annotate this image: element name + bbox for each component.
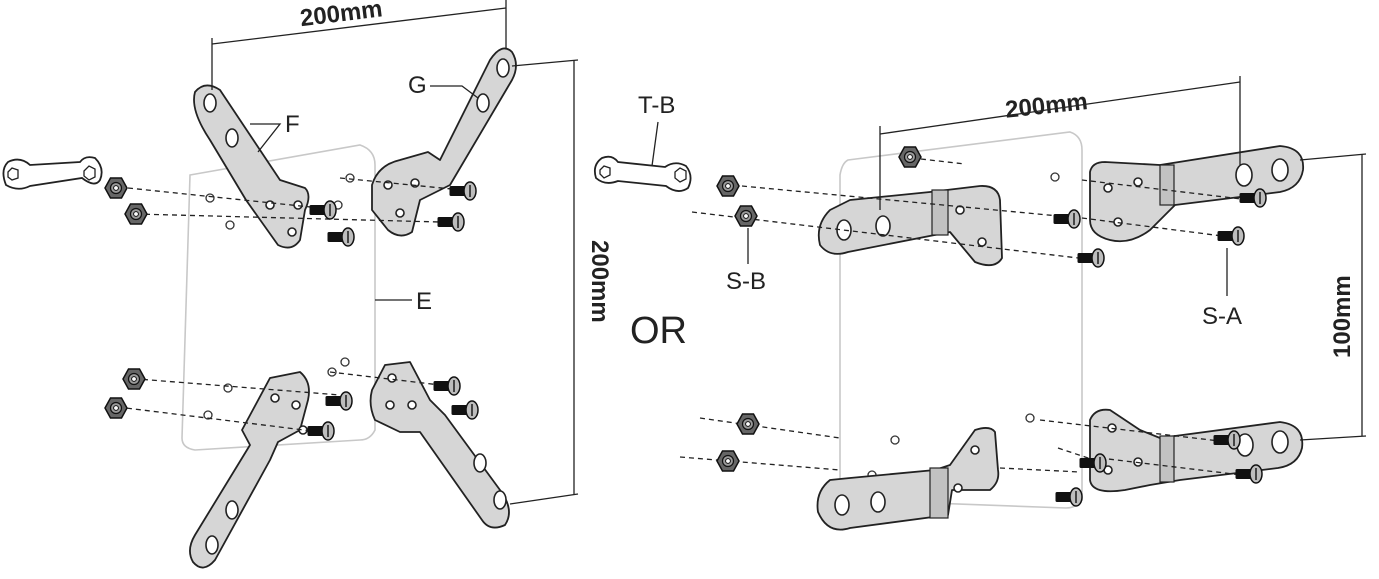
screw-icon	[449, 181, 477, 201]
bracket-top-left	[817, 185, 1003, 267]
bracket-lower-right	[369, 361, 510, 529]
nut-icon	[734, 205, 758, 227]
screw-icon	[433, 376, 461, 396]
nut-icon	[104, 397, 128, 419]
wrench-icon	[2, 156, 103, 190]
left-width-dimension: 200mm	[299, 0, 384, 32]
bracket-f	[193, 84, 310, 249]
nut-icon	[898, 146, 922, 168]
label-s-a: S-A	[1202, 303, 1242, 330]
nut-icon	[716, 175, 740, 197]
bracket-lower-left	[189, 371, 310, 569]
nut-icon	[104, 177, 128, 199]
left-assembly: 200mm 200mm F G E	[2, 0, 613, 569]
label-f: F	[285, 111, 300, 138]
or-label: OR	[630, 310, 687, 352]
label-g: G	[408, 72, 427, 99]
label-s-b: S-B	[726, 268, 766, 295]
right-assembly: 200mm 100mm T-B S-B S-A	[593, 76, 1367, 531]
nut-icon	[736, 413, 760, 435]
bracket-top-right	[1089, 145, 1304, 243]
nut-icon	[122, 368, 146, 390]
bracket-bottom-left	[816, 427, 1000, 531]
right-width-dimension: 200mm	[1004, 88, 1089, 124]
right-height-dimension: 100mm	[1329, 275, 1356, 358]
nut-icon	[716, 450, 740, 472]
label-e: E	[416, 288, 432, 315]
bracket-g	[371, 47, 517, 237]
label-t-b: T-B	[638, 92, 675, 119]
screw-icon	[451, 400, 479, 420]
nut-icon	[124, 203, 148, 225]
screw-icon	[1217, 226, 1245, 246]
wrench-icon	[593, 155, 692, 192]
left-height-dimension: 200mm	[586, 240, 613, 323]
bracket-bottom-right	[1089, 408, 1304, 493]
screw-icon	[437, 212, 465, 232]
